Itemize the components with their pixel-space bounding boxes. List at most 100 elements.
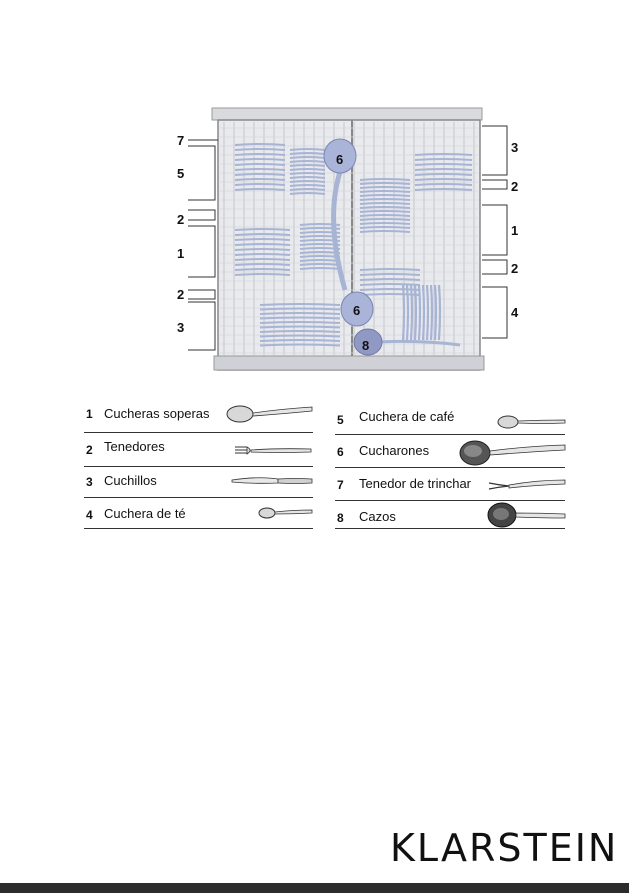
cutlery-piece [359, 268, 421, 271]
cutlery-piece [299, 267, 341, 270]
cutlery-piece [429, 284, 434, 341]
bubble-8: 8 [353, 328, 383, 356]
footer-bar [0, 883, 629, 893]
cutlery-rack-diagram: 7 5 2 1 2 3 3 2 1 2 4 6 6 8 [177, 107, 519, 371]
callout-right-4: 4 [511, 305, 519, 320]
right-callouts [482, 125, 508, 339]
legend-number-4: 4 [86, 508, 93, 522]
cutlery-piece [359, 198, 411, 201]
cutlery-piece [289, 188, 326, 191]
cutlery-piece [359, 230, 411, 233]
callout-right-3: 3 [511, 140, 518, 155]
cutlery-piece [299, 227, 341, 230]
cutlery-piece [234, 173, 286, 176]
cutlery-piece [234, 253, 291, 256]
ladle-handle [377, 339, 461, 347]
legend-label-7: Tenedor de trinchar [359, 476, 472, 491]
cutlery-piece [414, 188, 473, 191]
cutlery-piece [259, 303, 341, 306]
cutlery-piece [359, 218, 411, 221]
callout-right-1: 1 [511, 223, 518, 238]
legend-label-8: Cazos [359, 509, 396, 524]
cutlery-piece [414, 168, 473, 171]
callout-left-2b: 2 [177, 287, 184, 302]
legend-rule [335, 434, 565, 435]
legend-number-7: 7 [337, 478, 344, 492]
cutlery-piece [299, 223, 341, 226]
cutlery-piece [289, 176, 326, 179]
cutlery-piece [359, 210, 411, 213]
callout-left-2: 2 [177, 212, 184, 227]
cutlery-piece [289, 192, 326, 195]
coffee-spoon-icon [497, 415, 566, 429]
legend-number-6: 6 [337, 445, 344, 459]
cutlery-piece [421, 284, 426, 341]
legend-number-3: 3 [86, 475, 93, 489]
carving-fork-icon [488, 479, 566, 490]
cutlery-piece [234, 258, 291, 261]
cutlery-piece [259, 339, 341, 342]
cutlery-piece [259, 321, 341, 324]
cutlery-piece [234, 243, 291, 246]
cutlery-piece [259, 343, 341, 347]
cutlery-piece [259, 334, 341, 338]
cutlery-piece [234, 168, 286, 171]
cutlery-piece [259, 307, 341, 311]
cutlery-piece [409, 284, 414, 341]
klarstein-logo: KLARSTEIN [390, 826, 619, 870]
cutlery-piece [437, 284, 442, 341]
left-callouts [188, 139, 218, 351]
legend-number-1: 1 [86, 407, 93, 421]
cutlery-piece [299, 255, 341, 258]
ladle-icon [487, 502, 566, 528]
cutlery-piece [234, 183, 286, 186]
callout-left-7: 7 [177, 133, 184, 148]
cutlery-piece [417, 284, 422, 341]
callout-left-3: 3 [177, 320, 184, 335]
callout-left-1: 1 [177, 246, 184, 261]
cutlery-piece [414, 158, 473, 161]
callout-right-2b: 2 [511, 261, 518, 276]
ladle-handle [331, 171, 348, 291]
callout-right-2: 2 [511, 179, 518, 194]
cutlery-piece [359, 194, 411, 197]
cutlery-piece [425, 284, 430, 341]
bubble-6-top: 6 [323, 138, 357, 174]
cutlery-piece [433, 284, 438, 341]
cutlery-piece [299, 263, 341, 266]
cutlery-piece [234, 148, 286, 151]
cutlery-piece [289, 152, 326, 155]
cutlery-piece [234, 228, 291, 231]
legend-rule [335, 528, 565, 529]
svg-text:8: 8 [362, 338, 369, 353]
cutlery-items [234, 143, 473, 347]
callout-left-5: 5 [177, 166, 184, 181]
cutlery-piece [234, 188, 286, 191]
cutlery-piece [259, 316, 341, 320]
cutlery-piece [413, 284, 418, 341]
cutlery-piece [359, 278, 421, 281]
legend-label-4: Cuchera de té [104, 506, 186, 521]
legend-rule [84, 466, 313, 467]
cutlery-piece [359, 273, 421, 276]
tablespoon-icon [226, 405, 313, 423]
cutlery-piece [359, 206, 411, 209]
cutlery-piece [289, 180, 326, 183]
cutlery-piece [401, 284, 406, 341]
cutlery-piece [234, 263, 291, 266]
cutlery-piece [414, 153, 473, 156]
cutlery-piece [359, 202, 411, 205]
cutlery-piece [359, 226, 411, 229]
cutlery-piece [234, 163, 286, 166]
cutlery-piece [234, 248, 291, 251]
legend-rule [84, 497, 313, 498]
legend-label-3: Cuchillos [104, 473, 157, 488]
knife-icon [231, 477, 313, 484]
cutlery-piece [234, 268, 291, 271]
legend-label-1: Cucheras soperas [104, 406, 210, 421]
cutlery-piece [414, 178, 473, 181]
cutlery-piece [259, 312, 341, 315]
bubble-6-bottom: 6 [340, 291, 374, 327]
cutlery-piece [289, 164, 326, 167]
cutlery-piece [234, 233, 291, 236]
